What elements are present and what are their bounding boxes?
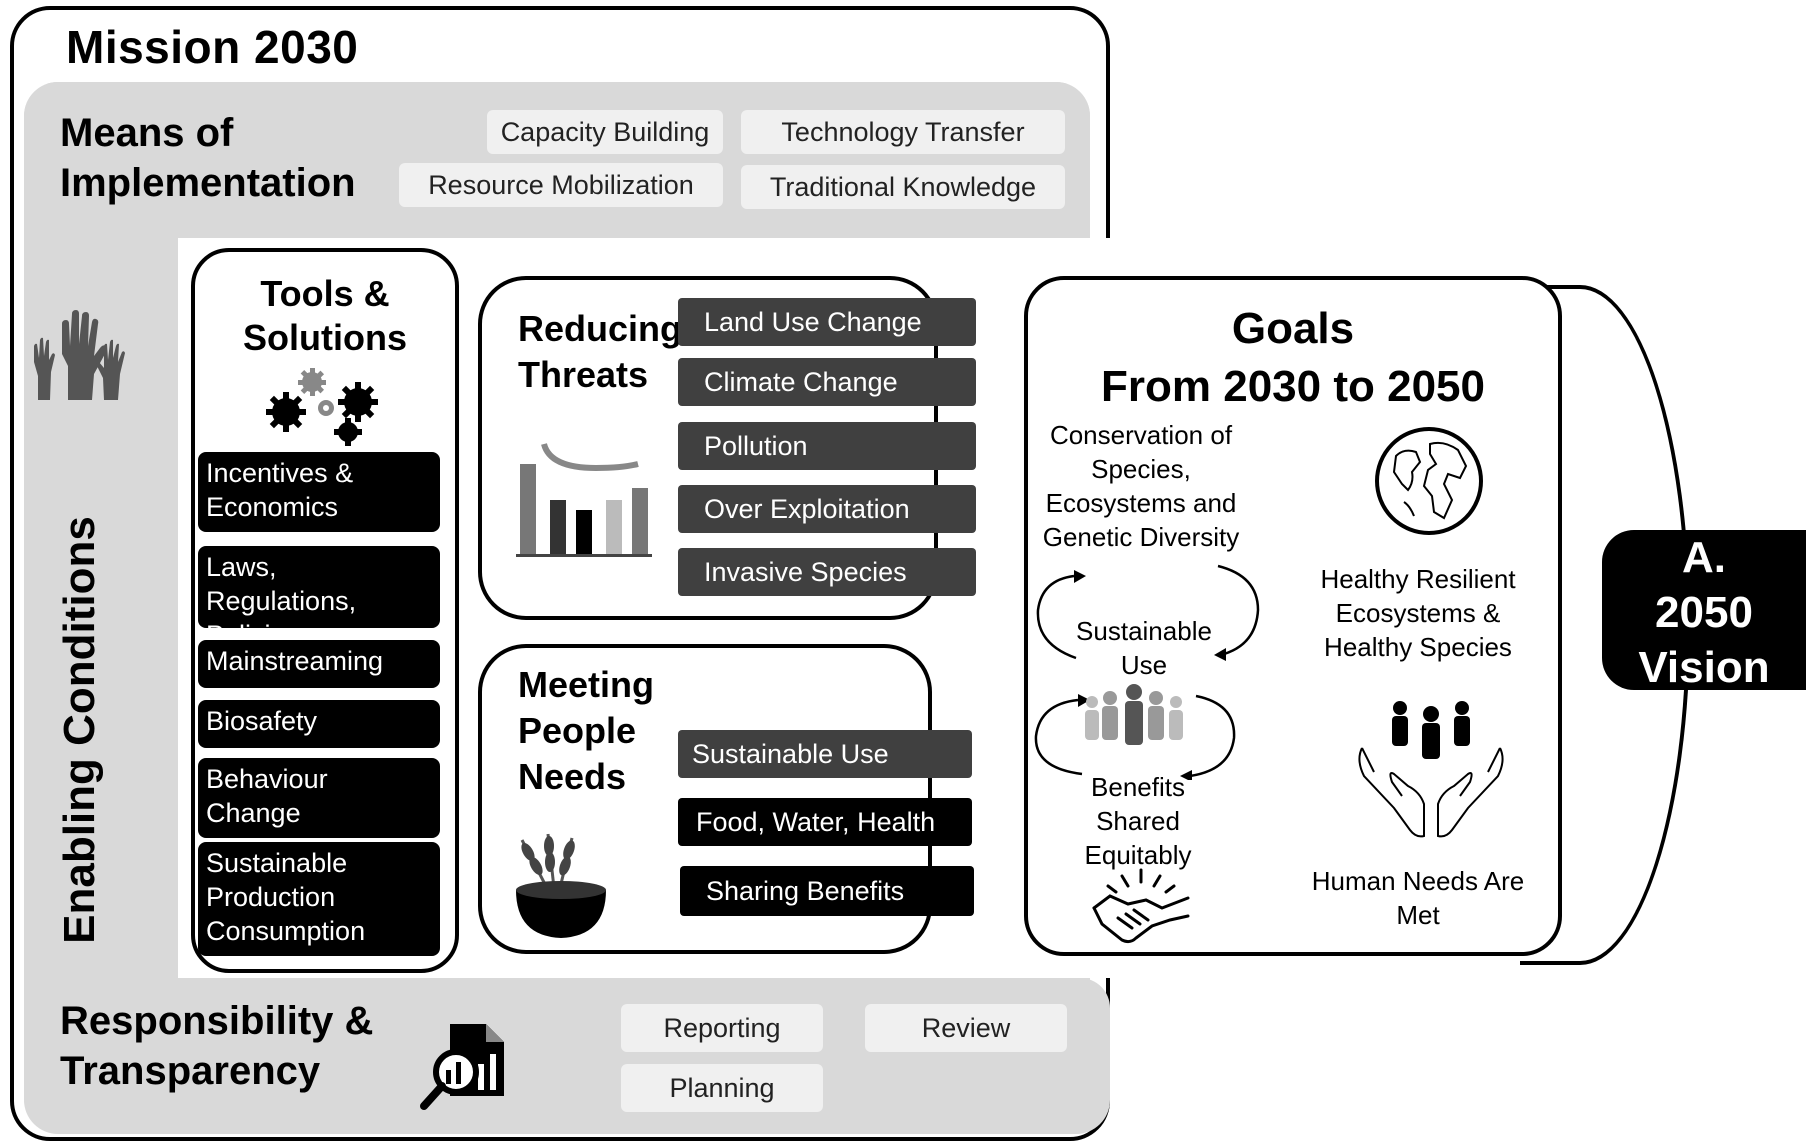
tool-incentives-line2: Economics xyxy=(206,492,339,522)
tool-laws-regulations: Laws, Regulations, Policies xyxy=(198,546,440,650)
threats-title: Reducing Threats xyxy=(518,306,682,398)
tools-title: Tools & Solutions xyxy=(191,272,459,360)
tool-laws-line1: Laws, Regulations, xyxy=(206,552,357,616)
vision-line3: Vision xyxy=(1638,643,1770,692)
chip-planning: Planning xyxy=(621,1064,823,1112)
magnifier-report-icon xyxy=(420,1024,504,1110)
goal-benefits-line3: Equitably xyxy=(1084,840,1192,870)
tool-mainstreaming: Mainstreaming xyxy=(198,640,440,688)
tool-incentives-economics: Incentives & Economics xyxy=(198,452,440,532)
declining-bar-chart-icon xyxy=(516,443,652,557)
responsibility-title-line2: Transparency xyxy=(60,1049,321,1093)
globe-icon xyxy=(1375,427,1483,535)
tool-behaviour-line1: Behaviour xyxy=(206,764,328,794)
goal-human-needs-text: Human Needs Are Met xyxy=(1300,864,1536,932)
needs-title-line1: Meeting xyxy=(518,664,655,705)
chip-capacity-building: Capacity Building xyxy=(487,110,723,154)
enabling-conditions-label: Enabling Conditions xyxy=(10,500,150,960)
means-title-line2: Implementation xyxy=(60,161,356,205)
vision-line1: A. xyxy=(1682,533,1726,582)
chip-reporting: Reporting xyxy=(621,1004,823,1052)
needs-title: Meeting People Needs xyxy=(518,662,654,800)
vision-line2: 2050 xyxy=(1655,588,1753,637)
threat-over-exploitation: Over Exploitation xyxy=(678,485,976,533)
goals-title-line1: Goals xyxy=(1231,304,1355,353)
tool-incentives-line1: Incentives & xyxy=(206,458,354,488)
gears-icon xyxy=(266,368,378,446)
goal-benefits-line2: Shared xyxy=(1096,806,1180,836)
means-title: Means of Implementation xyxy=(60,108,356,208)
handshake-icon xyxy=(1092,868,1190,944)
goal-healthy-text: Healthy Resilient Ecosystems & Healthy S… xyxy=(1300,562,1536,664)
raised-hands-icon xyxy=(34,310,125,400)
goal-sustainable-use-line2: Use xyxy=(1120,650,1168,680)
goal-conservation-line1: Conservation of xyxy=(1049,420,1233,450)
chip-technology-transfer: Technology Transfer xyxy=(741,110,1065,154)
tool-biosafety-label: Biosafety xyxy=(206,706,318,736)
goal-human-needs-line1: Human Needs Are xyxy=(1311,866,1525,896)
threat-climate-change: Climate Change xyxy=(678,358,976,406)
goal-conservation-line2: Species, xyxy=(1091,454,1191,484)
benefits-cycle-icon xyxy=(1034,694,1236,780)
goal-healthy-line1: Healthy Resilient xyxy=(1320,564,1516,594)
goal-conservation-text: Conservation of Species, Ecosystems and … xyxy=(1030,418,1252,554)
tool-sustainable-production: Sustainable Production Consumption xyxy=(198,842,440,956)
responsibility-title-line1: Responsibility & xyxy=(60,999,374,1043)
needs-title-line2: People xyxy=(518,710,637,751)
need-sharing-benefits: Sharing Benefits xyxy=(680,866,974,916)
tools-title-line1: Tools & xyxy=(260,273,390,314)
goal-conservation-line4: Genetic Diversity xyxy=(1042,522,1240,552)
tool-sustainable-line2: Production xyxy=(206,882,336,912)
goal-conservation-line3: Ecosystems and xyxy=(1045,488,1237,518)
need-food-water-health: Food, Water, Health xyxy=(678,798,972,846)
means-title-line1: Means of xyxy=(60,111,234,155)
goal-benefits-text: Benefits Shared Equitably xyxy=(1046,770,1230,872)
tool-sustainable-line3: Consumption xyxy=(206,916,366,946)
people-group-icon xyxy=(1085,684,1183,745)
goals-box xyxy=(1024,276,1562,956)
threats-title-line1: Reducing xyxy=(518,308,683,349)
enabling-conditions-text: Enabling Conditions xyxy=(55,516,104,944)
goal-human-needs-line2: Met xyxy=(1396,900,1440,930)
chip-review: Review xyxy=(865,1004,1067,1052)
tool-mainstreaming-label: Mainstreaming xyxy=(206,646,384,676)
means-of-implementation-band xyxy=(24,82,1090,238)
hands-holding-people-icon xyxy=(1358,701,1504,838)
tool-sustainable-line1: Sustainable xyxy=(206,848,348,878)
threats-title-line2: Threats xyxy=(518,354,649,395)
mission-title: Mission 2030 xyxy=(66,21,359,73)
goal-healthy-line3: Healthy Species xyxy=(1324,632,1512,662)
goal-sustainable-use-text: Sustainable Use xyxy=(1058,614,1230,682)
threat-land-use-change: Land Use Change xyxy=(678,298,976,346)
threat-invasive-species: Invasive Species xyxy=(678,548,976,596)
cycle-arrows-icon xyxy=(1036,564,1260,661)
threat-pollution: Pollution xyxy=(678,422,976,470)
tool-biosafety: Biosafety xyxy=(198,700,440,748)
goal-healthy-line2: Ecosystems & xyxy=(1335,598,1501,628)
tool-behaviour-change: Behaviour Change xyxy=(198,758,440,838)
responsibility-title: Responsibility & Transparency xyxy=(60,996,373,1096)
goal-sustainable-use-line1: Sustainable xyxy=(1076,616,1212,646)
goals-title-line2: From 2030 to 2050 xyxy=(1101,362,1485,411)
vision-box: A. 2050 Vision xyxy=(1602,530,1806,692)
chip-traditional-knowledge: Traditional Knowledge xyxy=(741,165,1065,209)
need-sustainable-use: Sustainable Use xyxy=(678,730,972,778)
goals-title: Goals From 2030 to 2050 xyxy=(1024,300,1562,416)
grain-bowl-icon xyxy=(516,833,606,938)
chip-resource-mobilization: Resource Mobilization xyxy=(399,163,723,207)
goal-benefits-line1: Benefits xyxy=(1091,772,1185,802)
tool-behaviour-line2: Change xyxy=(206,798,301,828)
tools-title-line2: Solutions xyxy=(243,317,407,358)
needs-title-line3: Needs xyxy=(518,756,627,797)
